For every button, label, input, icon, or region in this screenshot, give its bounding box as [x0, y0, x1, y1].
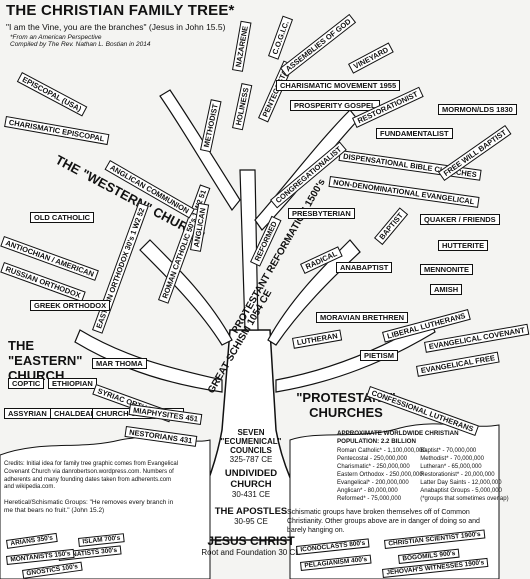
population-cell: Eastern Orthodox - 250,000,000 [337, 472, 423, 478]
population-row: Anglican* - 80,000,000 Anabaptist Groups … [337, 487, 502, 495]
councils-box: SEVEN "ECUMENICAL" COUNCILS 325-787 CE [206, 428, 296, 464]
population-cell: Methodist* - 70,000,000 [420, 455, 484, 462]
branch-pietism: PIETISM [360, 350, 399, 361]
branch-amish: AMISH [430, 284, 463, 295]
jesus-title: JESUS CHRIST [207, 534, 295, 548]
compiled-note: *From an American Perspective Compiled b… [10, 34, 200, 49]
undivided-title: UNDIVIDED CHURCH [224, 468, 278, 490]
compiled-line-1: *From an American Perspective [10, 34, 102, 41]
councils-date: 325-787 CE [229, 455, 273, 464]
branch-quaker: QUAKER / FRIENDS [420, 214, 500, 225]
population-row: Pentecostal - 250,000,000 Methodist* - 70… [337, 455, 497, 463]
branch-west [139, 239, 233, 346]
population-cell: Reformed* - 75,000,000 [337, 496, 402, 503]
apostles-title: THE APOSTLES [214, 506, 288, 517]
heretical-note: Heretical/Schismatic Groups: "He removes… [4, 499, 174, 515]
ground-left [0, 436, 211, 579]
credits-note: Credits: Initial idea for family tree gr… [4, 461, 179, 491]
branch-assyrian: ASSYRIAN [4, 408, 51, 419]
apostles-date: 30-95 CE [234, 517, 268, 526]
branch-ethiopian: ETHIOPIAN [48, 378, 97, 389]
branch-mar-thoma: MAR THOMA [92, 358, 147, 369]
branch-coptic: COPTIC [8, 378, 45, 389]
page-title: THE CHRISTIAN FAMILY TREE* [6, 2, 235, 19]
population-cell: Baptist* - 70,000,000 [420, 447, 477, 454]
population-row: Reformed* - 75,000,000 (*groups that some… [337, 495, 509, 503]
branch-presbyterian: PRESBYTERIAN [288, 208, 355, 219]
population-box: APPROXIMATE WORLDWIDE CHRISTIAN POPULATI… [337, 430, 509, 504]
population-cell: Lutheran* - 65,000,000 [420, 463, 482, 470]
apostles-box: THE APOSTLES 30-95 CE [206, 506, 296, 526]
undivided-date: 30-431 CE [231, 490, 271, 499]
branch-anabaptist: ANABAPTIST [336, 262, 393, 273]
jesus-date: Root and Foundation 30 CE [201, 548, 301, 557]
subtitle: "I am the Vine, you are the branches" (J… [6, 22, 226, 32]
undivided-box: UNDIVIDED CHURCH 30-431 CE [206, 468, 296, 499]
compiled-line-2: Compiled by The Rev. Nathan L. Bostian i… [10, 41, 151, 49]
population-cell: Evangelical* - 200,000,000 [337, 480, 409, 487]
population-header: APPROXIMATE WORLDWIDE CHRISTIAN POPULATI… [337, 430, 459, 446]
branch-old-catholic: OLD CATHOLIC [30, 212, 95, 223]
population-cell: Pentecostal - 250,000,000 [337, 455, 408, 462]
population-cell: Anabaptist Groups - 5,000,000 [420, 488, 502, 495]
branch-moravian: MORAVIAN BRETHREN [316, 312, 409, 323]
branch-mennonite: MENNONITE [420, 264, 473, 275]
branch-anglican [239, 169, 259, 331]
schism-note: Schismatic groups have broken themselves… [287, 509, 480, 535]
branch-charismatic-movement: CHARISMATIC MOVEMENT 1955 [276, 80, 401, 91]
population-cell: Anglican* - 80,000,000 [337, 488, 398, 495]
group-eastern: THE "EASTERN" CHURCH [8, 338, 83, 383]
branch-greek: GREEK ORTHODOX [30, 300, 111, 311]
branch-lutheran [275, 319, 436, 393]
population-cell: Roman Catholic* - 1,100,000,000 [337, 447, 426, 454]
branch-mormon: MORMON/LDS 1830 [438, 104, 517, 115]
population-row: Charismatic* - 250,000,000 Lutheran* - 65… [337, 463, 497, 471]
branch-fundamentalist: FUNDAMENTALIST [376, 128, 453, 139]
population-cell: Charismatic* - 250,000,000 [337, 463, 410, 470]
population-cell: Restorationist* - 20,000,000 [420, 472, 495, 478]
jesus-box: JESUS CHRIST Root and Foundation 30 CE [186, 534, 316, 557]
population-cell: (*groups that sometimes overlap) [420, 496, 509, 503]
councils-title: SEVEN "ECUMENICAL" COUNCILS [220, 428, 282, 455]
population-row: Evangelical* - 200,000,000 Latter Day Sai… [337, 479, 502, 487]
branch-eastern-orthodox [74, 329, 223, 393]
population-cell: Latter Day Saints - 12,000,000 [420, 480, 502, 487]
branch-hutterite: HUTTERITE [438, 240, 489, 251]
branch-prosperity: PROSPERITY GOSPEL [290, 100, 380, 111]
